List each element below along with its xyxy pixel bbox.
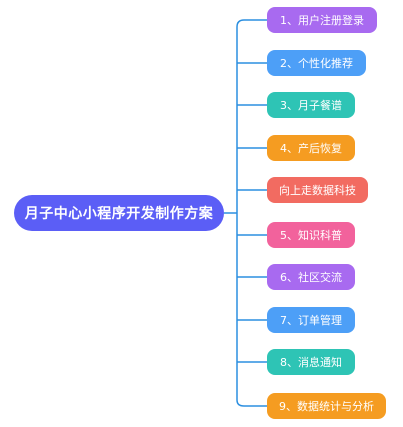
- branch-node-7[interactable]: 6、社区交流: [267, 264, 355, 290]
- branch-node-label: 3、月子餐谱: [280, 99, 342, 112]
- branch-node-9[interactable]: 8、消息通知: [267, 349, 355, 375]
- connector-branch-10: [236, 399, 267, 407]
- branch-node-8[interactable]: 7、订单管理: [267, 307, 355, 333]
- root-node[interactable]: 月子中心小程序开发制作方案: [14, 195, 224, 231]
- branch-node-6[interactable]: 5、知识科普: [267, 222, 355, 248]
- branch-node-label: 8、消息通知: [280, 356, 342, 369]
- branch-node-label: 6、社区交流: [280, 271, 342, 284]
- branch-node-label: 5、知识科普: [280, 229, 342, 242]
- branch-node-3[interactable]: 3、月子餐谱: [267, 92, 355, 118]
- connector-branch-1: [236, 19, 267, 28]
- branch-node-5[interactable]: 向上走数据科技: [267, 177, 368, 203]
- branch-node-1[interactable]: 1、用户注册登录: [267, 7, 377, 33]
- branch-node-label: 4、产后恢复: [280, 142, 342, 155]
- branch-node-label: 2、个性化推荐: [280, 57, 353, 70]
- branch-node-4[interactable]: 4、产后恢复: [267, 135, 355, 161]
- branch-node-2[interactable]: 2、个性化推荐: [267, 50, 366, 76]
- branch-node-label: 向上走数据科技: [279, 184, 356, 197]
- branch-node-label: 9、数据统计与分析: [279, 400, 374, 413]
- branch-node-10[interactable]: 9、数据统计与分析: [267, 393, 386, 419]
- branch-node-label: 1、用户注册登录: [280, 14, 364, 27]
- branch-node-label: 7、订单管理: [280, 314, 342, 327]
- root-node-label: 月子中心小程序开发制作方案: [24, 206, 214, 222]
